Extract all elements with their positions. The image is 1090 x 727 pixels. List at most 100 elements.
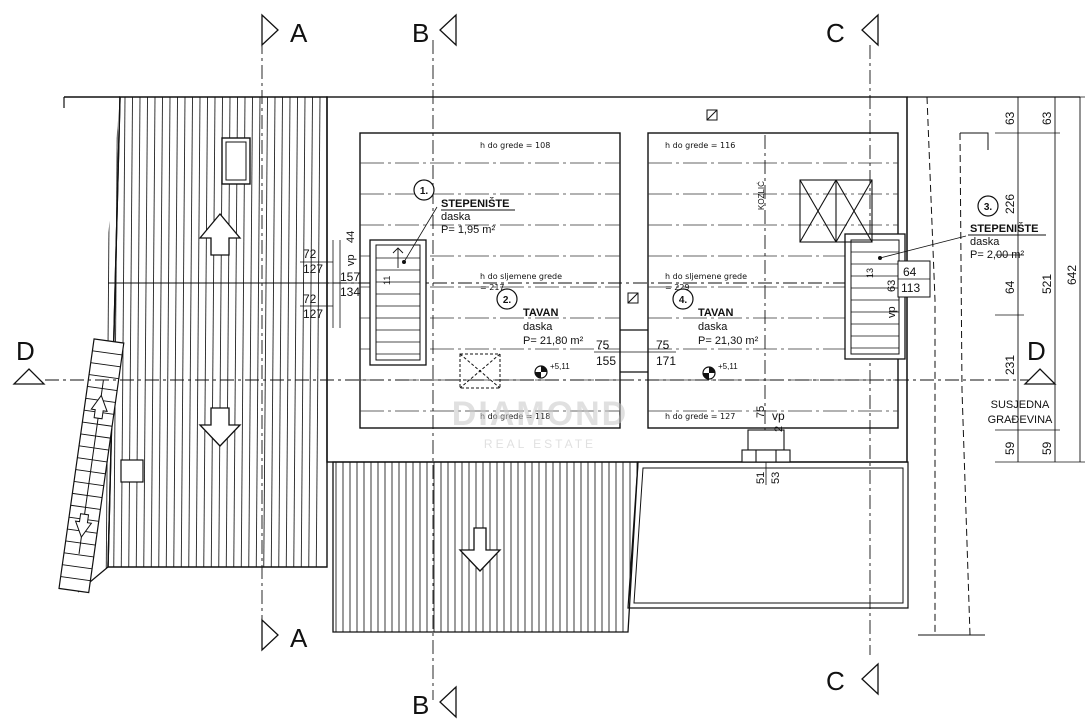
stair-left [369, 239, 427, 366]
svg-text:A: A [290, 18, 308, 48]
svg-text:64: 64 [1003, 280, 1017, 294]
section-marker-a-bottom: A [261, 618, 308, 653]
svg-text:157: 157 [340, 270, 360, 284]
section-marker-d-right: D [1023, 336, 1057, 385]
svg-text:75: 75 [596, 338, 610, 352]
svg-text:B: B [412, 18, 429, 48]
svg-text:13: 13 [865, 268, 875, 278]
svg-text:226: 226 [1003, 194, 1017, 214]
svg-text:72: 72 [303, 247, 317, 261]
svg-text:44: 44 [345, 231, 357, 243]
svg-text:63: 63 [1040, 111, 1054, 125]
svg-text:TAVAN: TAVAN [523, 307, 558, 319]
beam-heights: h do grede = 108 h do grede = 116 h do s… [480, 141, 747, 421]
svg-text:C: C [826, 18, 845, 48]
section-marker-a-top: A [261, 13, 308, 48]
svg-text:vp: vp [772, 409, 785, 423]
svg-text:75: 75 [656, 338, 670, 352]
svg-text:STEPENIŠTE: STEPENIŠTE [441, 197, 509, 210]
section-marker-d-left: D [12, 336, 46, 385]
svg-text:59: 59 [1003, 441, 1017, 455]
svg-text:72: 72 [303, 292, 317, 306]
svg-text:D: D [1027, 336, 1046, 366]
stair-right [844, 233, 931, 360]
dimensions-right-stair: 64 113 13 63 vp [865, 265, 930, 318]
svg-text:75: 75 [755, 406, 767, 418]
section-marker-b-bottom: B [412, 685, 457, 720]
svg-text:171: 171 [656, 354, 676, 368]
svg-text:D: D [16, 336, 35, 366]
svg-text:h do grede = 118: h do grede = 118 [480, 412, 550, 421]
svg-text:+5,11: +5,11 [718, 362, 738, 371]
svg-text:64: 64 [903, 265, 917, 279]
dimensions-left: 72 127 157 134 72 127 44 vp 11 [300, 231, 392, 328]
svg-text:h do grede = 116: h do grede = 116 [665, 141, 735, 150]
level-marker-right: +5,11 [702, 362, 738, 380]
svg-text:155: 155 [596, 354, 616, 368]
svg-text:B: B [412, 690, 429, 720]
roof-hatch [459, 353, 501, 389]
svg-text:daska: daska [970, 236, 1000, 248]
left-roof-slope [58, 96, 328, 594]
kozlic-frame [799, 179, 873, 243]
svg-text:daska: daska [698, 321, 728, 333]
svg-text:4.: 4. [679, 295, 688, 306]
svg-text:51: 51 [755, 472, 767, 484]
svg-text:h do sljemene grede: h do sljemene grede [665, 272, 747, 281]
room-label-4: 4. TAVAN daska P= 21,30 m² [672, 288, 759, 347]
svg-text:A: A [290, 623, 308, 653]
svg-text:P= 21,30 m²: P= 21,30 m² [698, 335, 759, 347]
svg-text:63: 63 [886, 280, 898, 292]
dimensions-right-chain: 63 226 64 231 59 63 521 59 642 [995, 96, 1085, 463]
svg-text:REAL ESTATE: REAL ESTATE [484, 437, 596, 451]
svg-text:h do grede = 127: h do grede = 127 [665, 412, 735, 421]
chimney [741, 429, 791, 463]
svg-text:TAVAN: TAVAN [698, 307, 733, 319]
svg-text:127: 127 [303, 307, 323, 321]
neighbor-label-1: SUSJEDNA [991, 399, 1050, 411]
svg-text:521: 521 [1040, 274, 1054, 294]
svg-text:STEPENIŠTE: STEPENIŠTE [970, 222, 1038, 235]
bottom-roof-slope [332, 461, 909, 633]
svg-text:vp: vp [886, 306, 898, 318]
svg-text:2.: 2. [503, 295, 512, 306]
svg-text:63: 63 [1003, 111, 1017, 125]
svg-text:P= 1,95 m²: P= 1,95 m² [441, 224, 495, 236]
dimensions-bottom: 75 2 vp 51 53 [755, 406, 785, 485]
section-marker-c-bottom: C [826, 662, 879, 696]
svg-text:+5,11: +5,11 [550, 362, 570, 371]
svg-text:vp: vp [345, 254, 357, 266]
svg-text:134: 134 [340, 285, 360, 299]
svg-text:h do grede = 108: h do grede = 108 [480, 141, 550, 150]
svg-text:113: 113 [901, 281, 920, 295]
dimensions-middle: 75 155 75 171 [594, 338, 676, 368]
svg-text:P= 21,80 m²: P= 21,80 m² [523, 335, 584, 347]
svg-text:642: 642 [1065, 265, 1079, 285]
watermark-logo: DIAMOND REAL ESTATE [452, 395, 628, 451]
neighbor-label-2: GRAĐEVINA [988, 414, 1053, 426]
axis-lines [45, 40, 1050, 700]
svg-text:1.: 1. [420, 186, 429, 197]
svg-text:daska: daska [523, 321, 553, 333]
svg-text:127: 127 [303, 262, 323, 276]
svg-text:daska: daska [441, 211, 471, 223]
kozlic-label: KOZLIĆ [757, 181, 766, 210]
section-marker-b-top: B [412, 13, 457, 48]
svg-text:2: 2 [773, 426, 785, 432]
svg-text:3.: 3. [984, 202, 993, 213]
room-label-3: 3. STEPENIŠTE daska P= 2,00 m² [878, 195, 1046, 261]
svg-text:DIAMOND: DIAMOND [452, 395, 628, 433]
section-marker-c-top: C [826, 13, 879, 48]
svg-text:231: 231 [1003, 355, 1017, 375]
svg-text:C: C [826, 666, 845, 696]
svg-text:59: 59 [1040, 441, 1054, 455]
room-label-1: 1. STEPENIŠTE daska P= 1,95 m² [402, 179, 515, 264]
room-label-2: 2. TAVAN daska P= 21,80 m² [496, 288, 584, 347]
svg-text:11: 11 [382, 276, 392, 285]
svg-text:h do sljemene grede: h do sljemene grede [480, 272, 562, 281]
svg-text:= 217: = 217 [480, 283, 505, 292]
svg-text:53: 53 [770, 472, 782, 484]
svg-text:= 229: = 229 [665, 283, 690, 292]
level-marker-left: +5,11 [534, 362, 570, 379]
